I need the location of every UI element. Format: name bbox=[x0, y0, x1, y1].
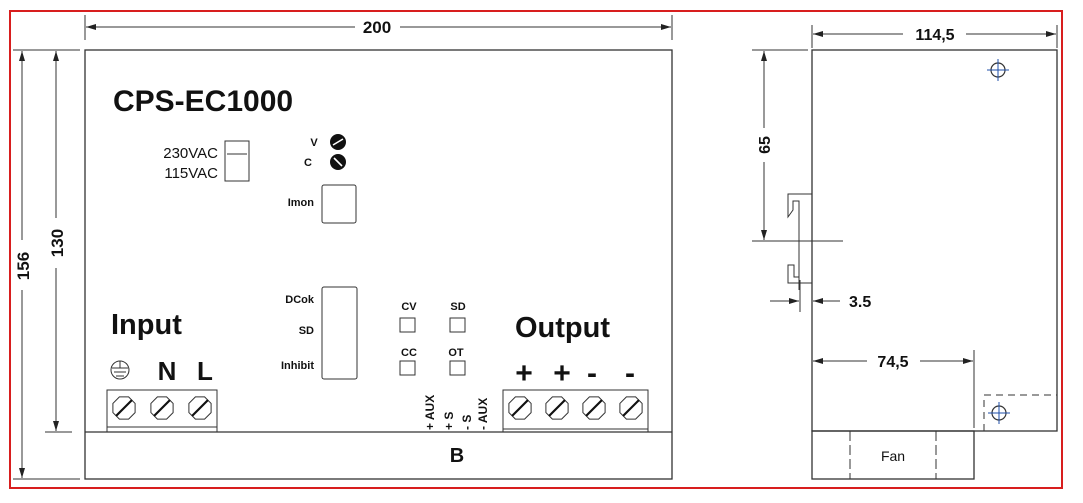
led-label-ot: OT bbox=[448, 347, 464, 359]
width-dimension-label: 200 bbox=[363, 18, 391, 37]
input-terminal-screw-icon[interactable] bbox=[188, 396, 212, 420]
output-terminal-label-4: - bbox=[625, 357, 635, 390]
signal-label-dcok: DCok bbox=[285, 294, 315, 306]
output-terminal-label-3: - bbox=[587, 357, 597, 390]
output-terminal-label-1: + bbox=[515, 357, 533, 390]
led-ot bbox=[449, 360, 466, 376]
rail-height-dimension-label: 65 bbox=[757, 136, 774, 154]
mounting-hole-top-icon bbox=[987, 59, 1009, 81]
din-rail-clip bbox=[787, 193, 812, 312]
fan-label: Fan bbox=[881, 448, 905, 464]
led-cv bbox=[399, 317, 416, 333]
front-view: 200 156 130 CPS-EC1000 230VAC 115VAC V C bbox=[13, 15, 673, 480]
pot-label-c: C bbox=[304, 157, 312, 169]
output-title: Output bbox=[515, 312, 610, 344]
input-title: Input bbox=[111, 309, 182, 341]
input-terminal-block bbox=[106, 389, 218, 433]
height-body-dimension-label: 130 bbox=[48, 229, 67, 257]
input-terminal-label-n: N bbox=[158, 356, 177, 386]
mounting-area-dashed bbox=[983, 394, 1057, 431]
imon-label: Imon bbox=[288, 197, 315, 209]
output-terminal-label-2: + bbox=[553, 357, 571, 390]
signal-label-inhibit: Inhibit bbox=[281, 360, 314, 372]
input-terminal-screw-icon[interactable] bbox=[150, 396, 174, 420]
mounting-hole-bottom-icon bbox=[988, 402, 1010, 424]
voltage-adjust-pot-icon[interactable] bbox=[330, 134, 346, 150]
sense-label-minus-aux: - AUX bbox=[476, 398, 490, 430]
sense-label-plus-s: + S bbox=[442, 412, 456, 430]
bottom-label: B bbox=[450, 445, 464, 467]
output-terminal-screw-icon[interactable] bbox=[619, 396, 643, 420]
drawing-frame bbox=[9, 10, 1063, 489]
imon-connector[interactable] bbox=[321, 184, 357, 224]
rail-offset-dimension-label: 3.5 bbox=[849, 294, 871, 311]
pot-label-v: V bbox=[310, 137, 318, 149]
fan-offset-dimension-label: 74,5 bbox=[877, 354, 908, 371]
voltage-label-115: 115VAC bbox=[164, 165, 218, 182]
depth-dimension-label: 114,5 bbox=[915, 27, 954, 44]
led-label-cv: CV bbox=[401, 301, 417, 313]
output-terminal-screw-icon[interactable] bbox=[508, 396, 532, 420]
sense-label-minus-s: - S bbox=[460, 415, 474, 430]
led-sd bbox=[449, 317, 466, 333]
sense-label-plus-aux: + AUX bbox=[423, 395, 437, 430]
led-label-sd: SD bbox=[450, 301, 465, 313]
side-view: 114,5 65 3.5 74,5 bbox=[752, 25, 1058, 480]
signal-label-sd: SD bbox=[299, 325, 314, 337]
model-title: CPS-EC1000 bbox=[113, 85, 293, 118]
input-terminal-screw-icon[interactable] bbox=[112, 396, 136, 420]
voltage-label-230: 230VAC bbox=[163, 145, 218, 162]
output-terminal-screw-icon[interactable] bbox=[545, 396, 569, 420]
side-body-outline bbox=[811, 49, 1058, 432]
led-label-cc: CC bbox=[401, 347, 417, 359]
led-cc bbox=[399, 360, 416, 376]
input-terminal-label-l: L bbox=[197, 356, 213, 386]
fan-housing bbox=[811, 430, 975, 480]
output-terminal-block bbox=[502, 389, 649, 433]
current-adjust-pot-icon[interactable] bbox=[330, 154, 346, 170]
signal-connector[interactable] bbox=[321, 286, 358, 380]
height-total-dimension-label: 156 bbox=[14, 252, 33, 280]
earth-ground-icon bbox=[110, 360, 130, 380]
front-panel-outline bbox=[84, 49, 673, 480]
voltage-selector-switch[interactable] bbox=[224, 140, 250, 182]
output-terminal-screw-icon[interactable] bbox=[582, 396, 606, 420]
